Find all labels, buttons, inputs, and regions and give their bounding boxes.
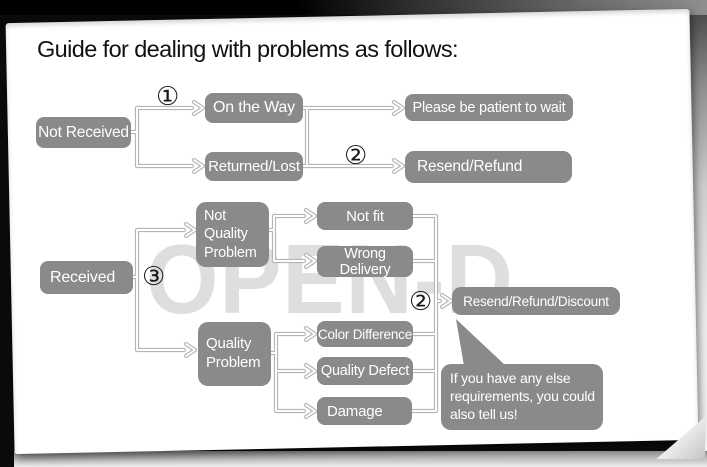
circled-2-marker-received: ② <box>409 287 433 317</box>
node-on-the-way: On the Way <box>205 93 303 123</box>
node-please-wait: Please be patient to wait <box>405 94 573 121</box>
node-not-fit: Not fit <box>317 202 413 230</box>
circled-1-marker: ① <box>156 82 180 112</box>
circled-3-marker: ③ <box>142 262 166 292</box>
page-title: Guide for dealing with problems as follo… <box>37 36 459 62</box>
node-received: Received <box>40 261 133 294</box>
node-wrong-delivery: Wrong Delivery <box>317 246 413 278</box>
node-returned-lost: Returned/Lost <box>205 152 303 181</box>
backdrop-bottom <box>14 451 707 467</box>
node-quality-problem: Quality Problem <box>198 322 271 386</box>
node-not-quality-problem: Not Quality Problem <box>196 202 269 267</box>
node-quality-defect: Quality Defect <box>317 357 413 385</box>
node-color-difference: Color Difference <box>317 321 413 347</box>
node-resend-refund-discount: Resend/Refund/Discount <box>452 287 620 315</box>
node-damage: Damage <box>317 397 412 425</box>
circled-2-marker-shipping: ② <box>344 141 368 171</box>
node-resend-refund: Resend/Refund <box>405 151 572 183</box>
note-bubble: If you have any else requirements, you c… <box>441 364 603 430</box>
node-not-received: Not Received <box>36 117 131 148</box>
